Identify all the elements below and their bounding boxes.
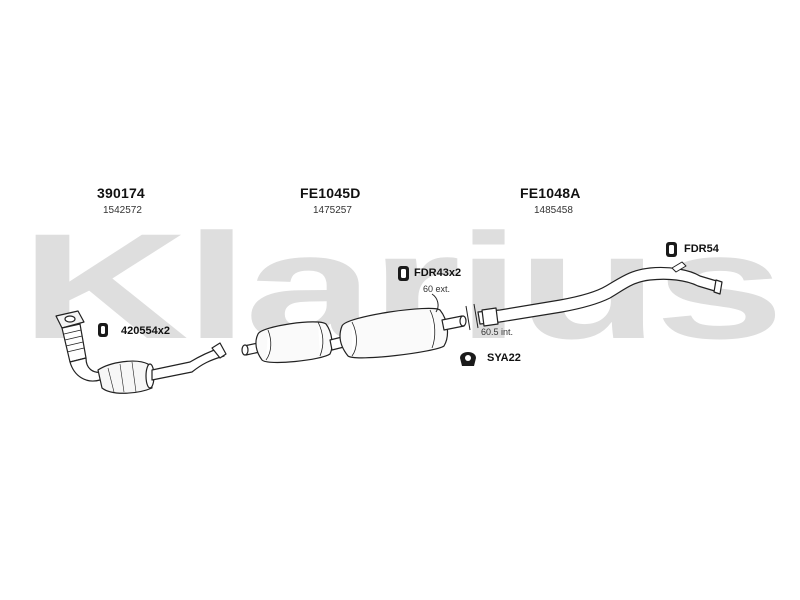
part-code-390174: 390174 (97, 185, 145, 201)
note-60-ext: 60 ext. (423, 284, 451, 294)
part-code-fe1045d: FE1045D (300, 185, 361, 201)
ext-dimension-marker (431, 293, 439, 313)
oe-number-1542572: 1542572 (103, 205, 142, 216)
tail-pipe-drawing (465, 261, 723, 331)
front-pipe-catalyst-drawing (55, 310, 227, 394)
accessory-label-sya22: SYA22 (487, 352, 521, 364)
accessory-label-fdr54: FDR54 (684, 243, 719, 255)
note-60-5-int: 60.5 int. (481, 327, 514, 337)
rubber-mount-icon-420554 (98, 323, 108, 337)
rubber-mount-icon-fdr54 (666, 242, 677, 257)
accessory-label-fdr43: FDR43x2 (414, 267, 462, 279)
centre-silencer-drawing (241, 307, 467, 364)
rubber-mount-icon-fdr43 (398, 266, 409, 281)
oe-number-1485458: 1485458 (534, 205, 573, 216)
part-code-fe1048a: FE1048A (520, 185, 581, 201)
accessory-label-420554: 420554x2 (121, 325, 170, 337)
oe-number-1475257: 1475257 (313, 205, 352, 216)
clamp-icon-sya22 (460, 352, 476, 366)
